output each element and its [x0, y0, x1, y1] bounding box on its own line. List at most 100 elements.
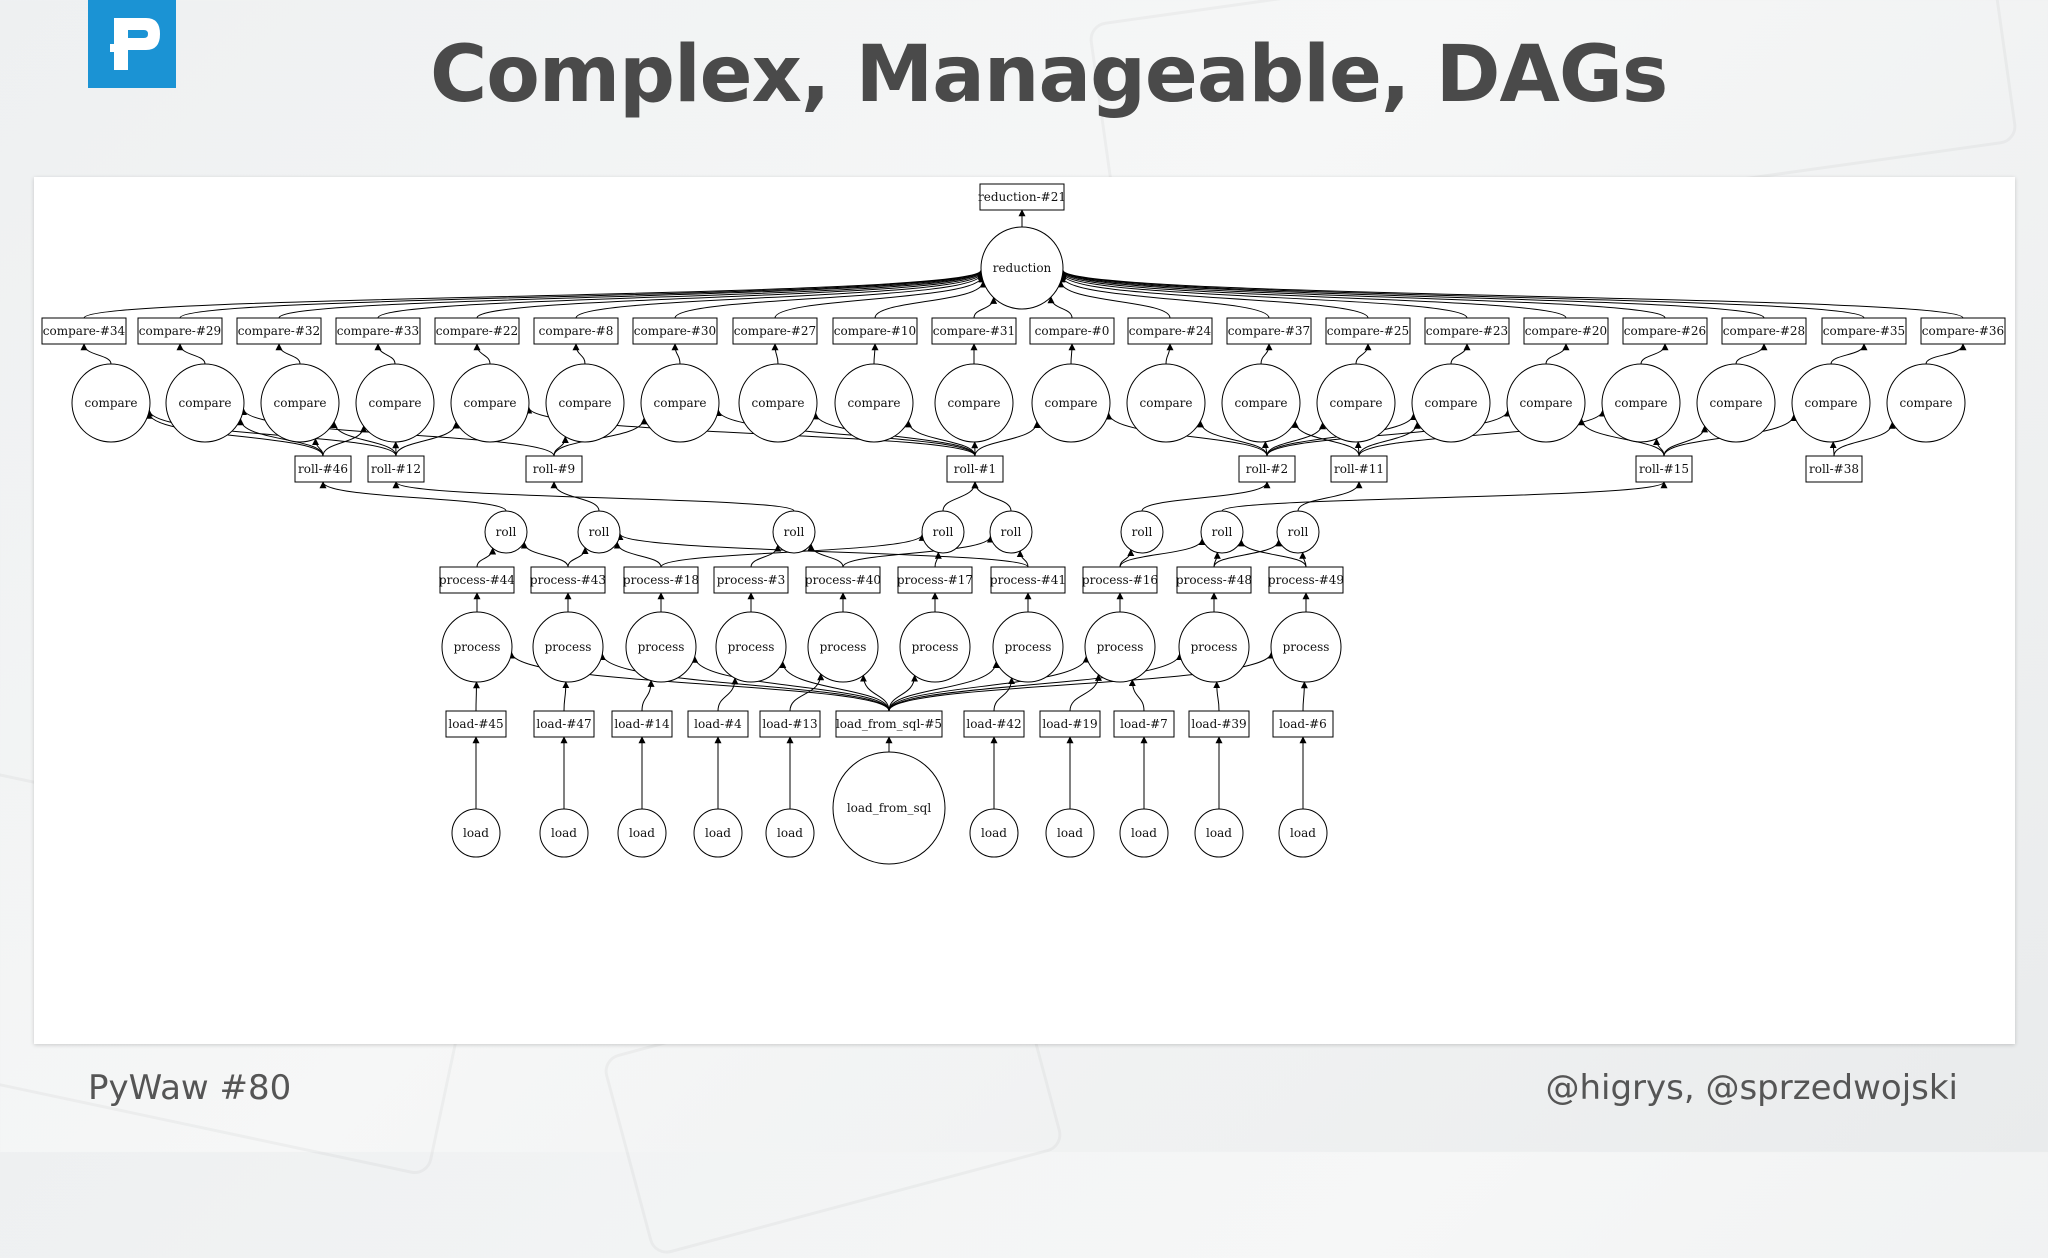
load-op-node-label: load: [981, 826, 1007, 840]
python-p-logo-icon: [88, 0, 176, 88]
process-result-node-label: process-#48: [1176, 573, 1252, 587]
compare-op-node: compare: [935, 364, 1013, 442]
compare-op-node-label: compare: [752, 396, 805, 410]
compare-result-node: compare-#34: [42, 318, 126, 344]
process-op-node-label: process: [912, 640, 959, 654]
load-result-node-label: load-#47: [536, 717, 591, 731]
compare-op-node-label: compare: [464, 396, 517, 410]
compare-op-node-label: compare: [1805, 396, 1858, 410]
reduction-output-node-label: reduction-#21: [978, 190, 1066, 204]
dag-edge: [1063, 270, 1963, 318]
load-result-node-label: load-#14: [614, 717, 670, 731]
dag-edge: [477, 344, 490, 364]
process-op-node: process: [1085, 612, 1155, 682]
process-op-node-label: process: [820, 640, 867, 654]
roll-result-node: roll-#15: [1636, 456, 1692, 482]
dag-edge: [1142, 482, 1267, 511]
compare-op-node-label: compare: [654, 396, 707, 410]
compare-result-node: compare-#23: [1425, 318, 1509, 344]
compare-result-node-label: compare-#25: [1327, 324, 1409, 338]
load-result-node: load-#47: [534, 711, 594, 737]
compare-op-node: compare: [1317, 364, 1395, 442]
compare-result-node: compare-#31: [932, 318, 1016, 344]
compare-result-node-label: compare-#0: [1035, 324, 1110, 338]
dag-edge: [554, 437, 565, 456]
load-result-node: load-#19: [1040, 711, 1100, 737]
dag-edge: [477, 548, 493, 567]
dag-edge: [84, 344, 111, 364]
compare-op-node-label: compare: [1330, 396, 1383, 410]
dag-edge: [943, 482, 975, 511]
process-op-node: process: [442, 612, 512, 682]
dag-edge: [843, 536, 990, 567]
roll-op-node-label: roll: [933, 525, 954, 539]
compare-result-node-label: compare-#28: [1723, 324, 1805, 338]
compare-op-node: compare: [261, 364, 339, 442]
process-op-node: process: [626, 612, 696, 682]
process-result-node-label: process-#44: [439, 573, 516, 587]
load-result-node: load-#13: [760, 711, 820, 737]
footer-authors: @higrys, @sprzedwojski: [1545, 1068, 1958, 1108]
load-result-node-label: load-#7: [1120, 717, 1168, 731]
dag-edge: [1451, 344, 1467, 364]
load-op-node-label: load: [705, 826, 731, 840]
process-result-node: process-#48: [1176, 567, 1252, 593]
compare-op-node-label: compare: [559, 396, 612, 410]
process-result-node: process-#3: [714, 567, 788, 593]
dag-edge: [1356, 344, 1368, 364]
compare-op-node: compare: [1697, 364, 1775, 442]
load-op-node: load: [1046, 809, 1094, 857]
compare-op-node: compare: [166, 364, 244, 442]
roll-result-node-label: roll-#9: [533, 462, 575, 476]
slide-title: Complex, Manageable, DAGs: [430, 30, 1730, 120]
dag-edge: [975, 482, 1011, 511]
dag-edge: [84, 270, 981, 318]
compare-result-node: compare-#25: [1326, 318, 1410, 344]
load-result-node-label: load-#42: [966, 717, 1021, 731]
compare-result-node: compare-#28: [1722, 318, 1806, 344]
compare-result-node: compare-#0: [1030, 318, 1114, 344]
process-op-node: process: [1179, 612, 1249, 682]
compare-result-node-label: compare-#34: [43, 324, 126, 338]
process-result-node: process-#41: [990, 567, 1066, 593]
compare-op-node: compare: [72, 364, 150, 442]
compare-op-node: compare: [1507, 364, 1585, 442]
roll-result-node-label: roll-#46: [298, 462, 348, 476]
dag-edge: [1217, 682, 1219, 711]
load-result-node: load-#4: [688, 711, 748, 737]
process-result-node-label: process-#41: [990, 573, 1066, 587]
roll-result-node-label: roll-#38: [1809, 462, 1859, 476]
dag-edge: [1261, 344, 1269, 364]
compare-result-node-label: compare-#36: [1922, 324, 2004, 338]
footer-event: PyWaw #80: [88, 1068, 291, 1108]
load-op-node-label: load: [1290, 826, 1316, 840]
roll-op-node: roll: [1121, 511, 1163, 553]
load-op-node: load: [694, 809, 742, 857]
compare-op-node-label: compare: [948, 396, 1001, 410]
compare-result-node: compare-#27: [733, 318, 817, 344]
load-op-node: load: [1120, 809, 1168, 857]
roll-op-node-label: roll: [1001, 525, 1022, 539]
dag-edge: [1736, 344, 1764, 364]
load-result-node-label: load-#39: [1191, 717, 1246, 731]
dag-edge: [576, 273, 981, 318]
load-result-node: load-#39: [1189, 711, 1249, 737]
compare-op-node: compare: [739, 364, 817, 442]
compare-result-node-label: compare-#30: [634, 324, 716, 338]
load-result-node-label: load-#45: [448, 717, 503, 731]
compare-op-node: compare: [546, 364, 624, 442]
compare-op-node-label: compare: [179, 396, 232, 410]
dag-edge: [1831, 344, 1864, 364]
load-op-node: load: [540, 809, 588, 857]
compare-result-node: compare-#29: [138, 318, 222, 344]
compare-op-node-label: compare: [1615, 396, 1668, 410]
process-op-node: process: [533, 612, 603, 682]
compare-result-node: compare-#32: [237, 318, 321, 344]
process-op-node-label: process: [454, 640, 501, 654]
compare-result-node: compare-#36: [1921, 318, 2005, 344]
process-op-node-label: process: [638, 640, 685, 654]
process-result-node-label: process-#16: [1082, 573, 1158, 587]
compare-result-node: compare-#22: [435, 318, 519, 344]
